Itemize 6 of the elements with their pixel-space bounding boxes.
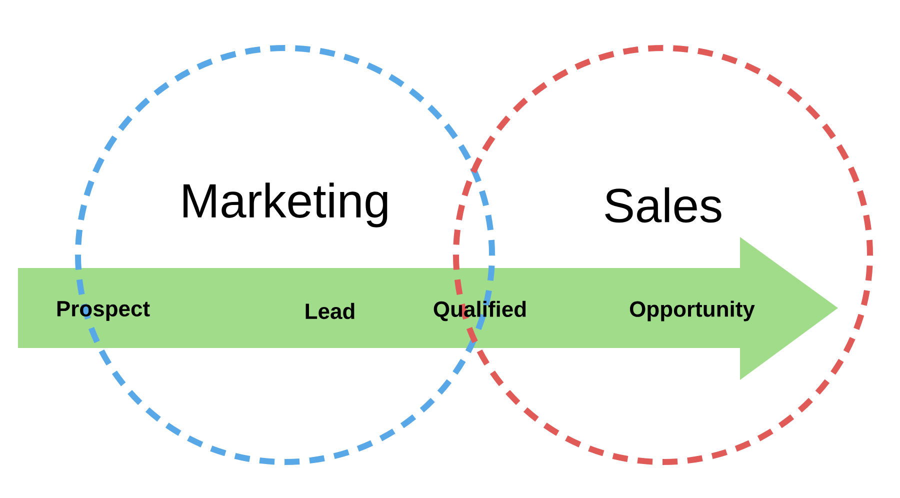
stage-label: Lead (306, 302, 354, 320)
stage-label: Opportunity (630, 300, 755, 322)
circle-title: Sales (605, 187, 722, 223)
circle-title: Marketing (184, 182, 388, 228)
stage-label: Prospect (57, 301, 150, 321)
arrow-band (18, 237, 838, 380)
